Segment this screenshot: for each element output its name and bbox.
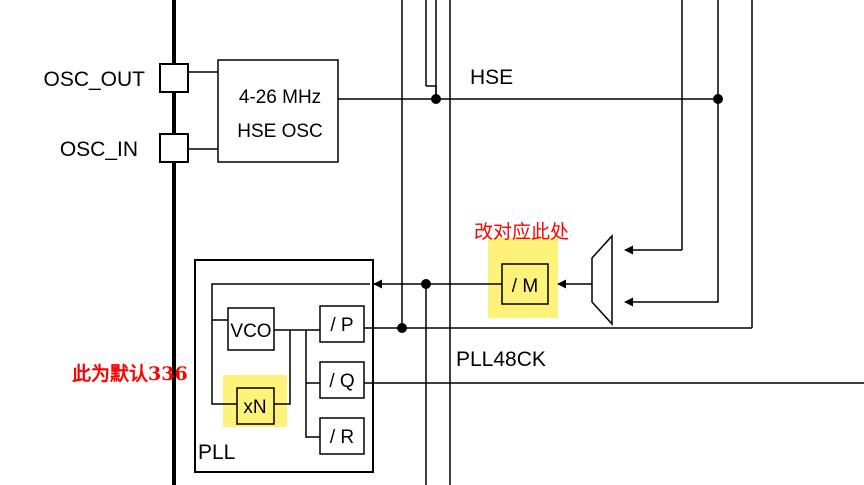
pll48ck-label: PLL48CK	[456, 348, 546, 371]
m-divider-label: / M	[512, 276, 538, 297]
hse-signal-label: HSE	[470, 66, 513, 89]
r-divider-block	[319, 417, 365, 455]
default-336-annotation: 此为默认336	[72, 362, 188, 385]
osc-out-label: OSC_OUT	[43, 68, 145, 91]
feedback-right-wire	[274, 330, 291, 405]
pll-source-mux	[591, 234, 613, 326]
hse-osc-block	[217, 59, 339, 163]
vco-block	[227, 307, 275, 351]
pll-block	[194, 259, 374, 473]
hse-osc-name-label: HSE OSC	[237, 121, 323, 142]
xn-highlight	[223, 375, 287, 427]
vco-label: VCO	[230, 321, 271, 342]
p-divider-block	[319, 305, 365, 343]
p-divider-label: / P	[330, 315, 353, 336]
osc-in-label: OSC_IN	[60, 138, 138, 161]
osc-out-pin	[159, 63, 189, 93]
feedback-left-wire	[211, 320, 237, 405]
pll-title: PLL	[198, 441, 235, 464]
mux-input-bottom-wire	[624, 99, 719, 307]
change-here-annotation: 改对应此处	[474, 221, 569, 243]
xn-multiplier-block	[236, 387, 275, 425]
divider-bus	[305, 330, 320, 438]
q-divider-block	[319, 361, 365, 399]
osc-in-pin	[159, 133, 189, 163]
p-output-junction-dot	[397, 323, 407, 333]
q-divider-label: / Q	[329, 371, 354, 392]
hse-osc-freq-label: 4-26 MHz	[239, 87, 321, 108]
r-divider-label: / R	[330, 427, 354, 448]
hse-junction-dot	[431, 94, 441, 104]
xn-multiplier-label: xN	[243, 397, 266, 418]
pll-input-route	[211, 283, 370, 321]
